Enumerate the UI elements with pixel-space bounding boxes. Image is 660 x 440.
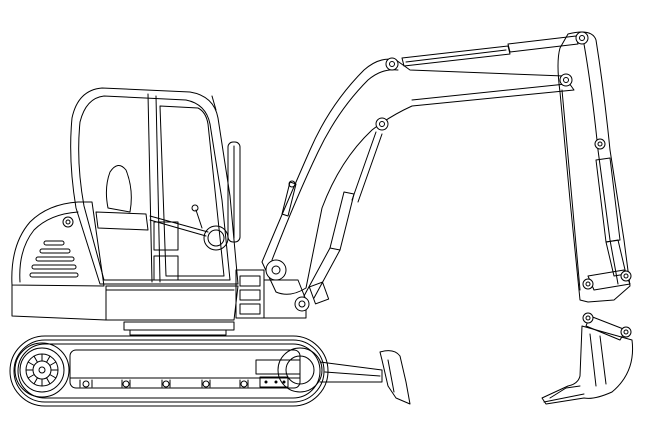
cab-door-window bbox=[159, 105, 225, 277]
track-rollers bbox=[79, 379, 249, 388]
control-console bbox=[149, 204, 209, 281]
drive-sprocket bbox=[14, 342, 70, 398]
upper-frame bbox=[11, 284, 239, 321]
hydraulic-fitting bbox=[308, 281, 330, 305]
boom bbox=[261, 58, 575, 295]
sprocket-spoke bbox=[49, 374, 57, 379]
sprocket-spoke bbox=[46, 377, 51, 385]
track-plate-box bbox=[255, 359, 301, 388]
idler-wheel bbox=[277, 347, 323, 393]
cab bbox=[70, 87, 239, 285]
dozer-blade bbox=[319, 350, 411, 405]
arm-cylinder bbox=[401, 35, 579, 67]
turntable bbox=[123, 321, 235, 336]
steering-ring bbox=[203, 225, 229, 251]
hood-vent-slots bbox=[29, 216, 79, 278]
boom-pivot-pins bbox=[265, 57, 399, 312]
sprocket-spoke bbox=[49, 361, 57, 366]
arm-pivot-pins bbox=[559, 31, 606, 150]
bucket bbox=[541, 325, 634, 405]
bucket-cylinder bbox=[595, 157, 627, 277]
sprocket-spoke bbox=[27, 374, 35, 379]
engine-hood bbox=[11, 201, 105, 287]
operator-seat bbox=[95, 165, 149, 231]
bucket-linkage bbox=[582, 269, 632, 341]
sprocket-spoke bbox=[33, 377, 38, 385]
boom-cylinder bbox=[281, 131, 383, 299]
dipper-arm bbox=[557, 31, 631, 303]
sprocket-spoke bbox=[46, 355, 51, 363]
sprocket-spoke bbox=[27, 361, 35, 366]
sprocket-spoke bbox=[33, 355, 38, 363]
cab-handrail bbox=[227, 141, 241, 243]
